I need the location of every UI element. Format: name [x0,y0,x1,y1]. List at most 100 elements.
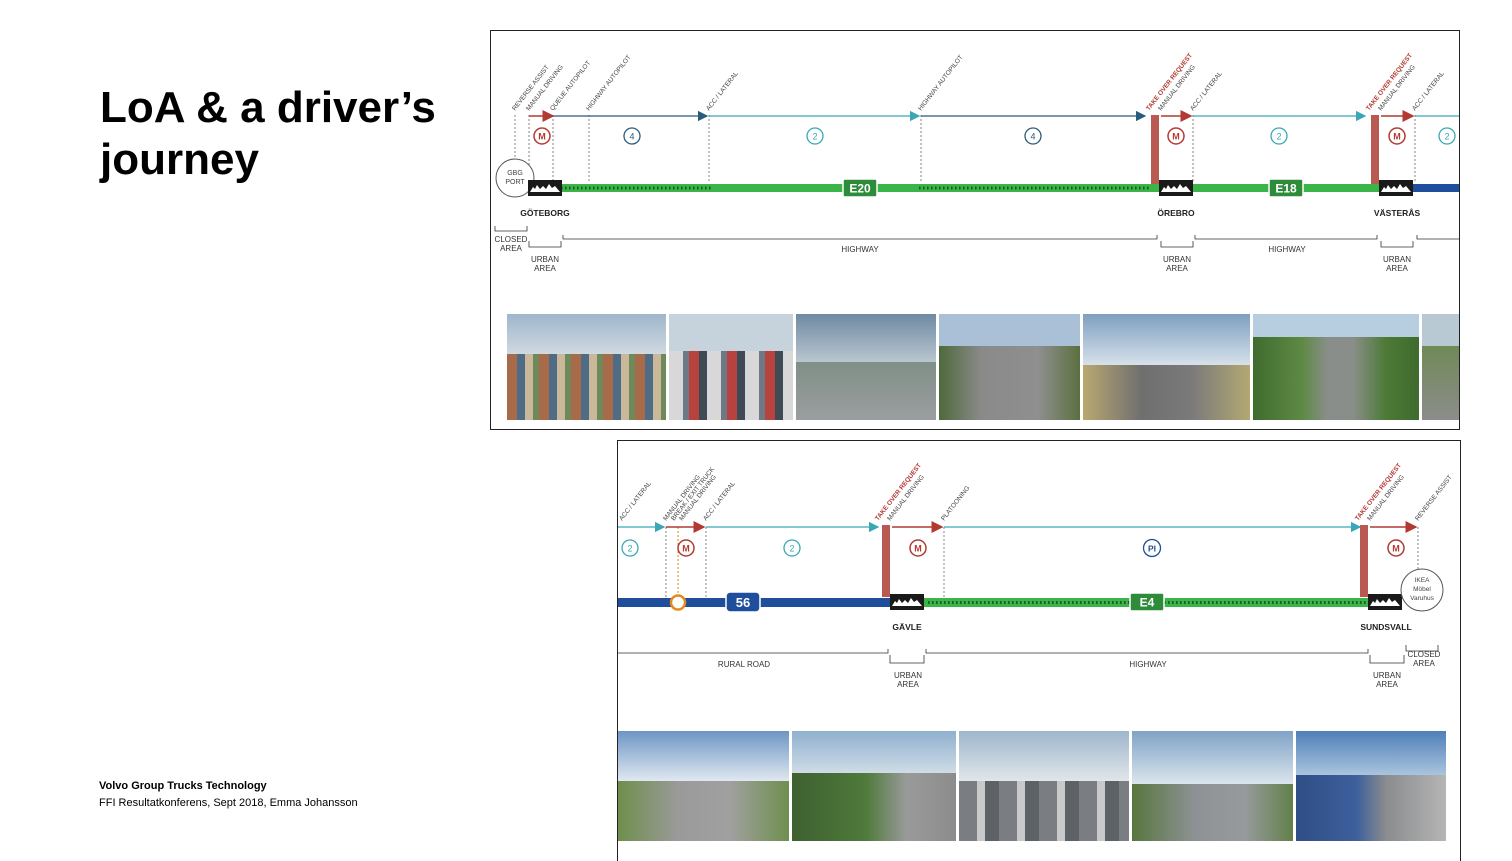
marker-lines [665,527,1419,601]
end-place-badge: IKEA Möbel Varuhus [1400,568,1444,612]
truck-stop-photo [959,731,1129,841]
marker-label: HIGHWAY AUTOPILOT [585,54,633,112]
level-badge: M [1393,132,1401,142]
traffic-queue-photo [669,314,793,420]
road-sign-label: E20 [849,182,871,196]
end-place-line: Varuhus [1410,595,1434,602]
level-badge: 2 [627,544,632,554]
take-over-bar [1360,525,1368,597]
area-label: AREA [897,680,919,689]
mountain-road-photo [792,731,956,841]
footer-event: FFI Resultatkonferens, Sept 2018, Emma J… [99,797,358,809]
footer: Volvo Group Trucks Technology FFI Result… [99,778,358,812]
city-icon [1368,594,1402,610]
journey-diagram-2: ACC / LATERAL MANUAL DRIVING BREAK / EXI… [618,462,1454,689]
city-name: GÄVLE [892,622,922,632]
level-badge: 2 [789,544,794,554]
area-labels: CLOSED AREA URBAN AREA HIGHWAY URBAN ARE… [495,235,1412,273]
footer-org: Volvo Group Trucks Technology [99,780,267,792]
level-badge: PI [1148,544,1156,554]
marker-label: ACC / LATERAL [618,480,653,522]
rural-road-photo [618,731,789,841]
area-label: AREA [1166,264,1188,273]
marker-label: HIGHWAY AUTOPILOT [917,54,965,112]
area-label: AREA [1376,680,1398,689]
level-badge: M [1172,132,1180,142]
area-label: RURAL ROAD [718,660,770,669]
level-badge: M [914,544,922,554]
marker-label: ACC / LATERAL [705,70,740,112]
area-label: URBAN [1383,255,1411,264]
level-badge: M [682,544,690,554]
take-over-bar [1151,115,1159,185]
city-name: SUNDSVALL [1360,622,1411,632]
level-badge: 2 [812,132,817,142]
road-sign-e18: E18 [1268,178,1304,198]
marker-label: ACC / LATERAL [1411,70,1446,112]
break-stop-icon [669,594,687,611]
area-label: HIGHWAY [1268,245,1306,254]
marker-label: REVERSE ASSIST [1414,474,1454,522]
area-label: AREA [500,244,522,253]
marker-labels: REVERSE ASSIST MANUAL DRIVING QUEUE AUTO… [511,52,1446,112]
area-braces [618,645,1439,664]
area-label: AREA [1413,659,1435,668]
highway-merge-photo [796,314,936,420]
level-badge: 2 [1444,132,1449,142]
city-name: ÖREBRO [1157,208,1195,218]
road-sign-label: 56 [736,595,750,610]
area-label: AREA [1386,264,1408,273]
city-icon [1379,180,1413,196]
city-name: VÄSTERÅS [1374,208,1421,218]
road-sign-56: 56 [725,591,761,613]
photo-strip-2 [618,731,1446,841]
take-over-bar [1371,115,1379,185]
journey-panel-2: ACC / LATERAL MANUAL DRIVING BREAK / EXI… [617,440,1461,861]
highway-trucks-photo [939,314,1080,420]
marker-label: ACC / LATERAL [1189,70,1224,112]
area-label: URBAN [1373,671,1401,680]
level-badge: M [1392,544,1400,554]
ikea-store-photo [1296,731,1446,841]
area-labels: RURAL ROAD URBAN AREA HIGHWAY URBAN AREA… [718,650,1441,689]
level-badge: 4 [1030,132,1035,142]
slide-title: LoA & a driver’s journey [100,82,480,186]
end-place-line: IKEA [1415,577,1430,584]
road-sign-label: E4 [1140,596,1155,610]
start-place-line: PORT [505,179,525,186]
journey-diagram-1: REVERSE ASSIST MANUAL DRIVING QUEUE AUTO… [494,52,1459,273]
area-label: AREA [534,264,556,273]
road-sign-label: E18 [1275,182,1297,196]
area-label: URBAN [1163,255,1191,264]
start-place-line: GBG [507,170,523,177]
level-badge: 4 [629,132,634,142]
forest-highway-photo [1253,314,1419,420]
city-name: GÖTEBORG [520,208,570,218]
marker-label: PLATOONING [940,485,971,522]
road-sign-e20: E20 [842,178,878,198]
photo-strip-1 [507,314,1459,420]
city-icon [528,180,562,196]
area-label: HIGHWAY [1129,660,1167,669]
level-circles: M 4 2 4 M 2 M 2 [533,127,1456,145]
level-badge: M [538,132,546,142]
area-label: CLOSED [1408,650,1441,659]
city-icon [890,594,924,610]
road-line [555,184,1459,192]
road-sign-e4: E4 [1129,592,1165,612]
open-highway-photo [1083,314,1250,420]
journey-panel-1: REVERSE ASSIST MANUAL DRIVING QUEUE AUTO… [490,30,1460,430]
highway-exit-photo [1132,731,1293,841]
title-line-1: LoA & a driver’s [100,83,436,132]
start-place-badge: GBG PORT [495,158,535,198]
city-icon [1159,180,1193,196]
level-badge: 2 [1276,132,1281,142]
end-place-line: Möbel [1413,586,1431,593]
partial-photo [1422,314,1459,420]
area-braces [494,226,1459,248]
area-label: URBAN [894,671,922,680]
container-port-photo [507,314,666,420]
marker-lines [514,115,1416,183]
marker-labels: ACC / LATERAL MANUAL DRIVING BREAK / EXI… [618,462,1454,522]
level-circles: 2 M 2 M PI M [621,538,1405,558]
